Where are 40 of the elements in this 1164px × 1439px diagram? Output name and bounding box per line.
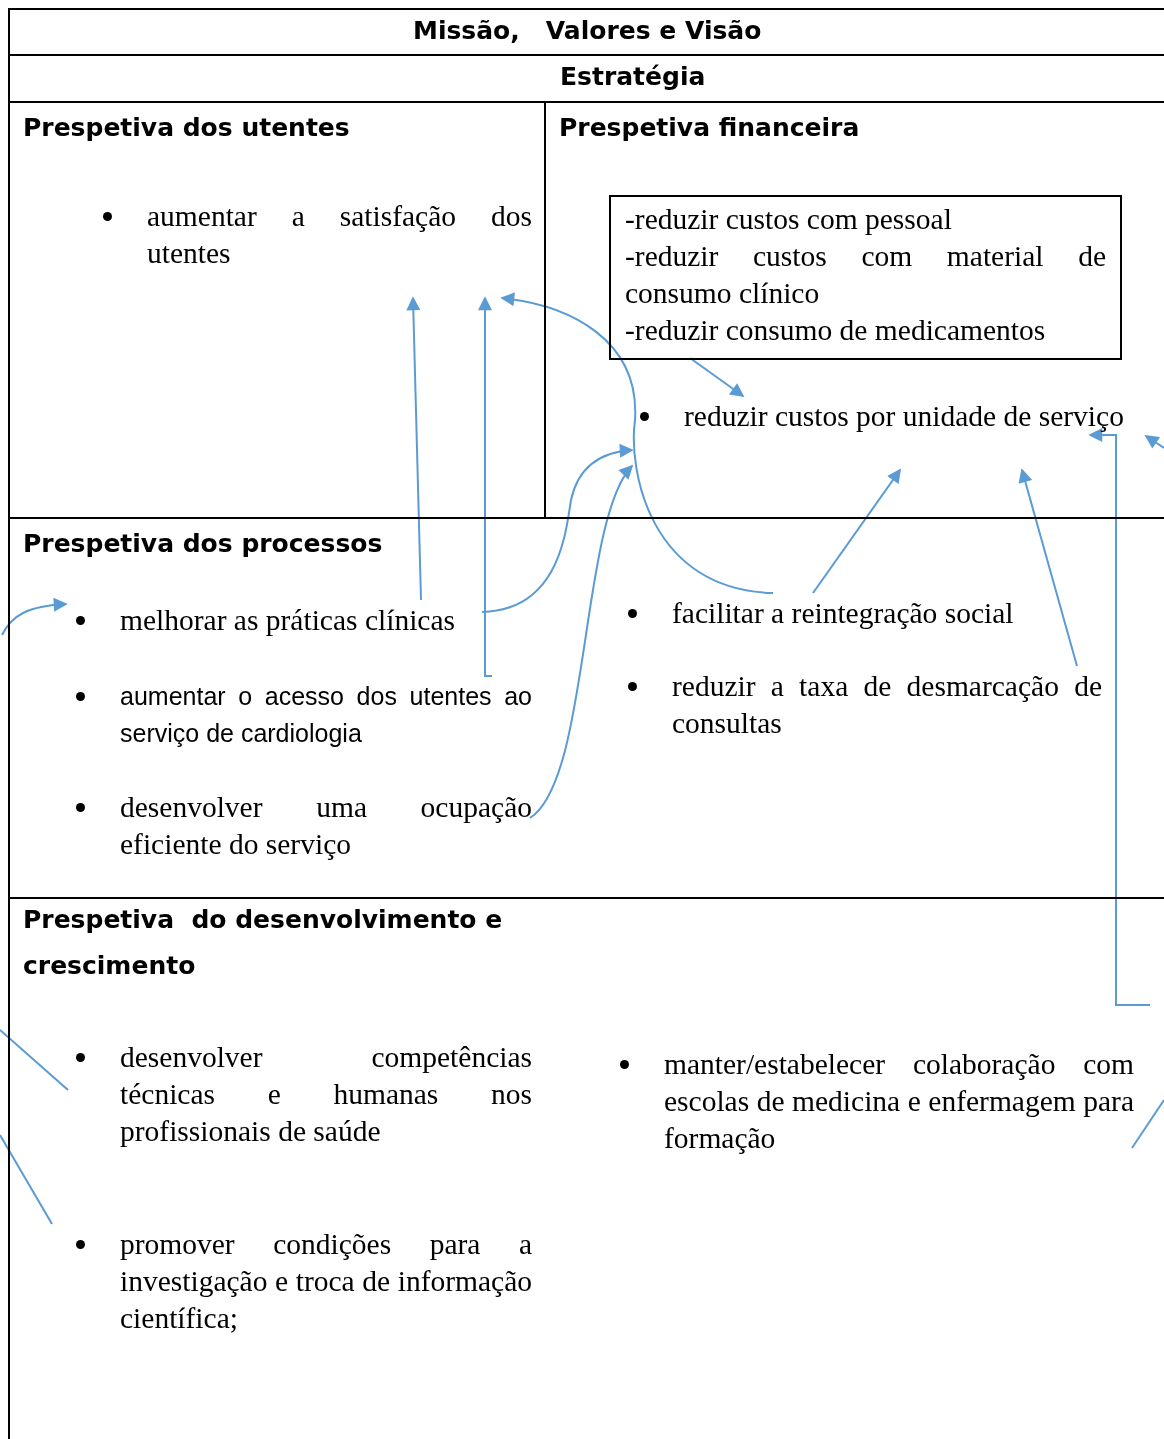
objective-item: desenvolver uma ocupação eficiente do serviço bbox=[70, 789, 532, 869]
arrow bbox=[478, 296, 493, 677]
panel-heading: Prespetiva financeira bbox=[559, 112, 861, 144]
objective-item: aumentar o acesso dos utentes ao serviço de cardiologia bbox=[70, 678, 532, 758]
arrow bbox=[406, 296, 422, 601]
connector-line bbox=[0, 1134, 53, 1225]
objective-item: reduzir a taxa de desmarcação de consultas bbox=[622, 668, 1102, 748]
band-title: Missão, Valores e Visão bbox=[413, 15, 762, 47]
arrow bbox=[1088, 428, 1151, 1006]
objective-text: -reduzir custos com pessoal bbox=[625, 202, 953, 237]
panel-heading: Prespetiva do desenvolvimento e crescimento bbox=[23, 904, 504, 982]
arrow bbox=[481, 444, 634, 613]
connector-line bbox=[1131, 1099, 1164, 1149]
arrow bbox=[1144, 435, 1164, 449]
objective-item: aumentar a satisfação dos utentes bbox=[97, 198, 532, 300]
perspective-panel bbox=[8, 517, 1164, 897]
objective-item: manter/estabelecer colaboração com escolas de medicina e enfermagem para formação bbox=[614, 1046, 1134, 1166]
arrow bbox=[1018, 468, 1078, 667]
perspective-panel bbox=[8, 101, 545, 517]
title-band bbox=[8, 8, 1164, 55]
objective-item: facilitar a reintegração social bbox=[622, 595, 1052, 635]
objective-item: promover condições para a investigação e troca de informação científica; bbox=[50, 1226, 532, 1346]
arrow bbox=[812, 468, 901, 594]
panel-heading: Prespetiva dos processos bbox=[23, 528, 384, 560]
title-band bbox=[8, 54, 1164, 101]
objective-text: -reduzir custos com material de consumo clínico bbox=[625, 239, 1106, 311]
arrow bbox=[1, 597, 68, 636]
perspective-panel bbox=[8, 897, 1164, 1439]
panel-heading: Prespetiva dos utentes bbox=[23, 112, 351, 144]
connector-line bbox=[0, 1029, 69, 1091]
objective-list-box bbox=[609, 195, 1122, 360]
arrow bbox=[689, 357, 745, 397]
objective-item: desenvolver competências técnicas e humanas nos profissionais de saúde bbox=[70, 1039, 532, 1159]
objective-item: melhorar as práticas clínicas bbox=[70, 602, 484, 642]
arrow bbox=[500, 292, 774, 594]
band-title: Estratégia bbox=[560, 61, 706, 93]
objective-item: reduzir custos por unidade de serviço bbox=[634, 398, 1162, 472]
perspective-panel bbox=[544, 101, 1164, 517]
arrow bbox=[529, 464, 633, 819]
objective-text: -reduzir consumo de medicamentos bbox=[625, 313, 1047, 348]
